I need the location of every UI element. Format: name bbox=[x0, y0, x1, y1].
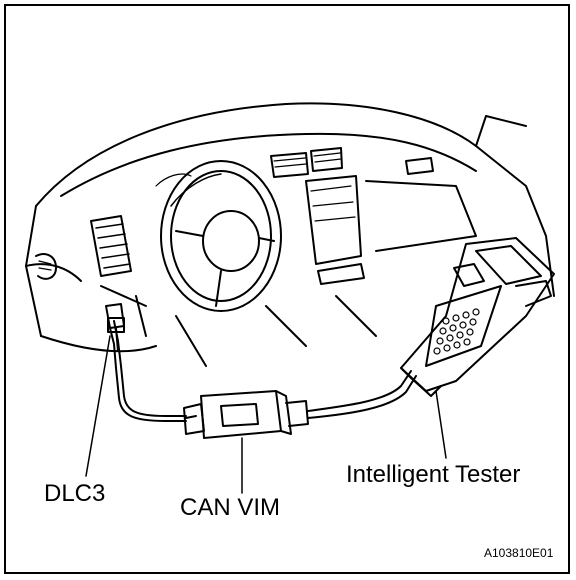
can-vim-label: CAN VIM bbox=[180, 494, 281, 521]
figure-reference: A103810E01 bbox=[484, 546, 554, 560]
dlc3-label: DLC3 bbox=[44, 480, 106, 507]
cable-dlc3 bbox=[107, 317, 187, 422]
steering-wheel bbox=[155, 160, 282, 312]
diagram-frame: DLC3 CAN VIM Intelligent Tester A103810E… bbox=[4, 4, 570, 574]
leader-dlc3 bbox=[85, 335, 111, 477]
cable-tester bbox=[307, 370, 417, 419]
leader-lines bbox=[85, 335, 447, 494]
can-vim-box bbox=[183, 390, 309, 439]
dashboard bbox=[25, 102, 555, 367]
intelligent-tester bbox=[400, 237, 555, 397]
leader-tester bbox=[435, 390, 447, 459]
intelligent-tester-label: Intelligent Tester bbox=[346, 461, 521, 488]
diagram-illustration bbox=[25, 102, 555, 494]
